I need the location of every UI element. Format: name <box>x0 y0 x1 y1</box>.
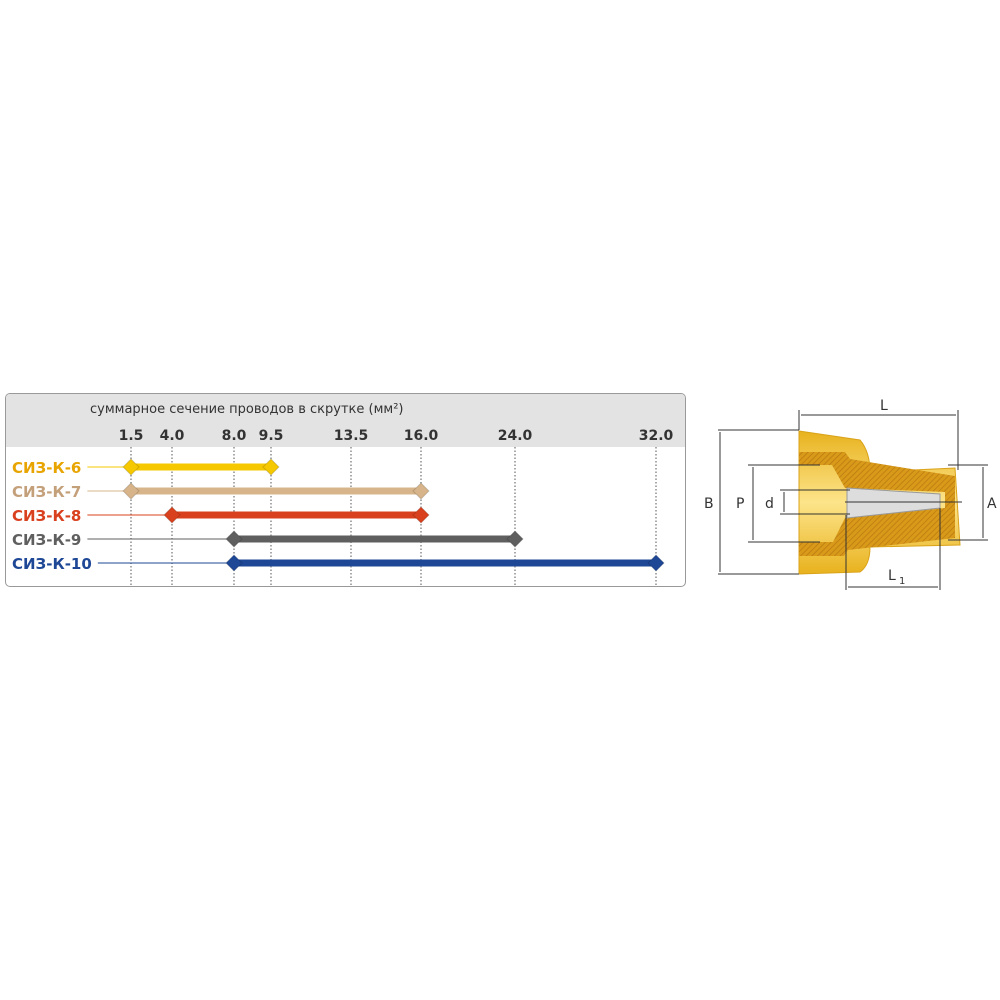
connector-wall-hatch <box>799 452 955 556</box>
series-label: СИЗ-К-10 <box>12 555 92 573</box>
dim-A-label: A <box>987 496 997 512</box>
series-label: СИЗ-К-7 <box>12 483 81 501</box>
range-chart: суммарное сечение проводов в скрутке (мм… <box>12 402 674 586</box>
x-tick-label: 9.5 <box>259 428 284 444</box>
range-endpoint-marker <box>163 506 181 524</box>
range-endpoint-marker <box>225 530 243 548</box>
x-tick-label: 24.0 <box>498 428 533 444</box>
series-label: СИЗ-К-9 <box>12 531 81 549</box>
range-endpoint-marker <box>647 554 665 572</box>
range-endpoint-marker <box>412 482 430 500</box>
x-tick-label: 32.0 <box>639 428 674 444</box>
series-label: СИЗ-К-6 <box>12 459 81 477</box>
dim-d-label: d <box>765 496 774 512</box>
x-tick-label: 1.5 <box>119 428 144 444</box>
chart-panel: суммарное сечение проводов в скрутке (мм… <box>5 393 686 587</box>
range-endpoint-marker <box>506 530 524 548</box>
range-endpoint-marker <box>122 458 140 476</box>
range-endpoint-marker <box>225 554 243 572</box>
range-endpoint-marker <box>122 482 140 500</box>
dim-L1-label: L <box>888 568 896 584</box>
x-tick-label: 16.0 <box>404 428 439 444</box>
connector-diagram: L B P d A L 1 <box>704 398 997 590</box>
dim-B-label: B <box>704 496 714 512</box>
x-tick-label: 8.0 <box>222 428 247 444</box>
chart-header-band <box>6 394 685 447</box>
dim-P-label: P <box>736 496 744 512</box>
chart-title: суммарное сечение проводов в скрутке (мм… <box>90 402 403 417</box>
series-label: СИЗ-К-8 <box>12 507 81 525</box>
dim-L1-subscript: 1 <box>899 576 905 587</box>
range-endpoint-marker <box>262 458 280 476</box>
x-tick-label: 4.0 <box>160 428 185 444</box>
dim-L-label: L <box>880 398 888 414</box>
range-endpoint-marker <box>412 506 430 524</box>
x-tick-label: 13.5 <box>334 428 369 444</box>
